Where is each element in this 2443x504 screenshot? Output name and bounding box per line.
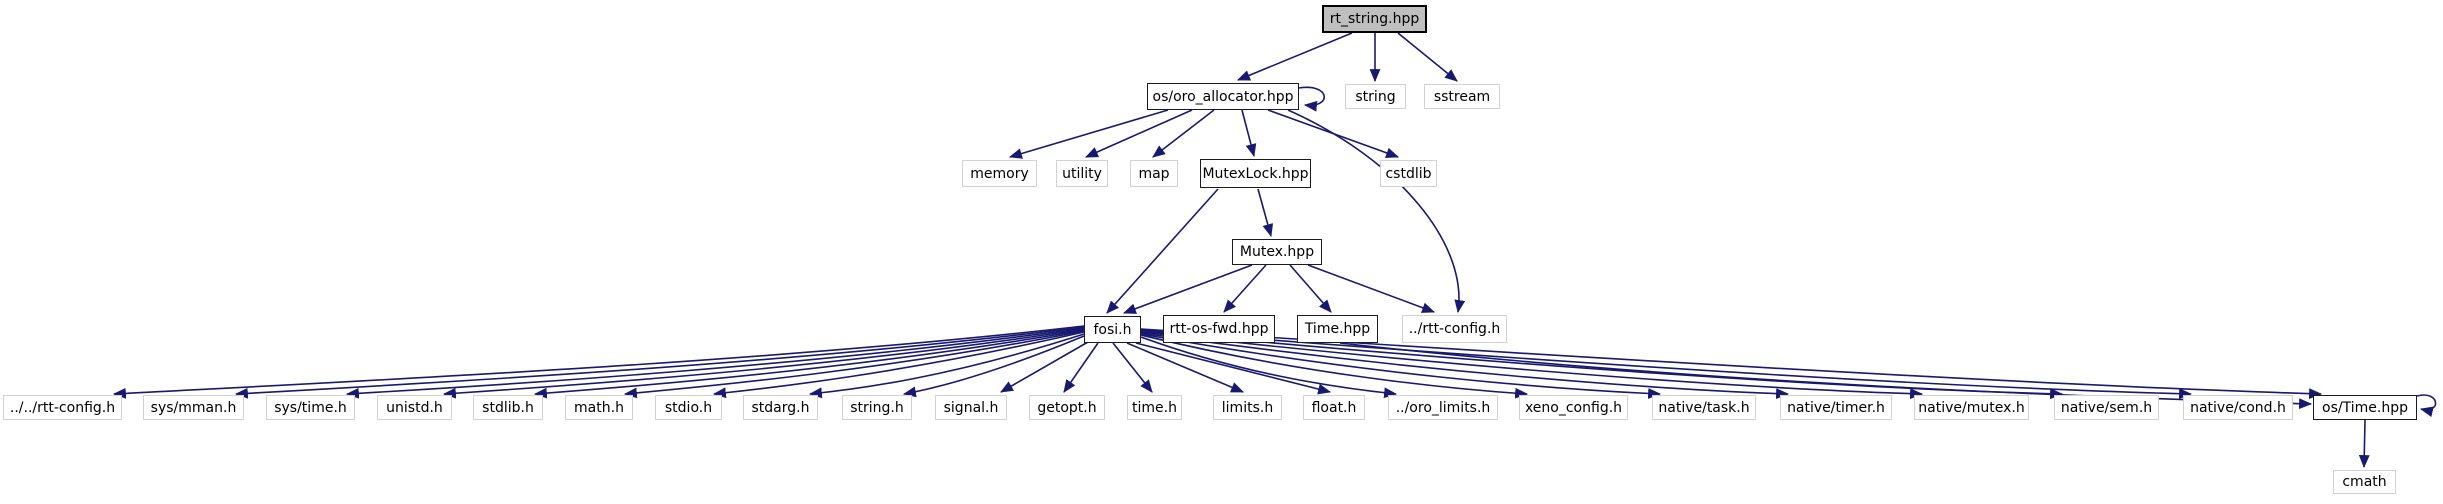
edge-fosi-to-stdarg [808, 333, 1085, 399]
edge-fosi-to-rtt_config2 [112, 325, 1085, 399]
graph-node-sys_mman: sys/mman.h [143, 395, 244, 420]
graph-node-time_h: time.h [1127, 395, 1182, 420]
graph-node-native_timer: native/timer.h [1780, 395, 1892, 420]
edge-fosi-to-native_timer [1140, 332, 1790, 399]
graph-node-rt_string_hpp[interactable]: rt_string.hpp [1322, 5, 1427, 33]
edge-fosi-to-os_time [1140, 328, 2323, 400]
edge-oro_allocator-to-utility [1085, 109, 1193, 158]
edge-oro_allocator-to-map [1152, 109, 1215, 158]
edge-oro_allocator-self-loop [1298, 86, 1325, 112]
edge-fosi-to-time_h [1112, 342, 1153, 393]
graph-node-signal: signal.h [935, 395, 1007, 420]
graph-node-native_mutex: native/mutex.h [1914, 395, 2029, 420]
graph-node-mutex[interactable]: Mutex.hpp [1232, 239, 1322, 265]
graph-node-os_time[interactable]: os/Time.hpp [2313, 395, 2417, 420]
graph-node-xeno_config: xeno_config.h [1519, 395, 1628, 420]
graph-node-time_hpp[interactable]: Time.hpp [1297, 315, 1378, 343]
graph-node-sstream: sstream [1424, 84, 1500, 109]
edge-fosi-to-getopt [1063, 342, 1099, 393]
graph-node-float: float.h [1303, 395, 1365, 420]
graph-node-utility: utility [1056, 160, 1108, 187]
edge-fosi-to-unistd [442, 328, 1085, 399]
edge-mutex-to-rtt_os_fwd [1223, 264, 1267, 313]
graph-node-mutexlock[interactable]: MutexLock.hpp [1200, 159, 1311, 188]
edge-mutexlock-to-fosi [1106, 188, 1219, 314]
graph-node-oro_allocator[interactable]: os/oro_allocator.hpp [1147, 83, 1299, 110]
graph-node-stdio: stdio.h [655, 395, 722, 420]
graph-node-math: math.h [565, 395, 633, 420]
edge-os_time-self-loop [2416, 394, 2437, 418]
edge-fosi-to-native_mutex [1140, 331, 1924, 400]
graph-node-unistd: unistd.h [377, 395, 452, 420]
edge-oro_allocator-to-memory [1008, 109, 1169, 159]
edge-fosi-to-stdlib [533, 329, 1085, 399]
edge-oro_allocator-to-mutexlock [1241, 109, 1257, 158]
graph-node-map: map [1130, 160, 1178, 187]
graph-node-getopt: getopt.h [1029, 395, 1105, 420]
edge-fosi-to-sys_mman [234, 326, 1085, 399]
edge-fosi-to-stdio [712, 331, 1085, 399]
graph-node-native_task: native/task.h [1652, 395, 1756, 420]
graph-node-stdarg: stdarg.h [743, 395, 818, 420]
edge-fosi-to-string_h [902, 335, 1085, 398]
edge-fosi-to-native_sem [1140, 330, 2064, 400]
edge-fosi-to-float [1135, 342, 1332, 395]
graph-node-rtt_config2: ../../rtt-config.h [3, 395, 122, 420]
graph-node-limits: limits.h [1213, 395, 1282, 420]
graph-node-string: string [1345, 84, 1406, 109]
edge-mutex-to-rtt_config [1307, 264, 1436, 313]
graph-node-cmath: cmath [2333, 470, 2396, 494]
graph-node-cstdlib: cstdlib [1380, 160, 1437, 187]
edge-mutex-to-time_hpp [1289, 264, 1332, 313]
graph-node-rtt_config: ../rtt-config.h [1402, 315, 1507, 343]
graph-node-string_h: string.h [842, 395, 912, 420]
edge-fosi-to-math [623, 330, 1085, 399]
include-edges [112, 32, 2437, 469]
graph-node-memory: memory [962, 160, 1037, 187]
edge-rt_string_hpp-to-sstream [1397, 32, 1458, 82]
graph-node-native_cond: native/cond.h [2183, 395, 2293, 420]
graph-node-rtt_os_fwd[interactable]: rtt-os-fwd.hpp [1163, 315, 1275, 343]
edge-fosi-to-native_cond [1140, 329, 2193, 400]
graph-node-oro_limits: ../oro_limits.h [1388, 395, 1498, 420]
edge-fosi-to-native_task [1140, 333, 1662, 399]
graph-node-sys_time: sys/time.h [266, 395, 355, 420]
edge-os_time-to-cmath [2358, 419, 2370, 469]
edge-fosi-to-oro_limits [1140, 336, 1398, 399]
edge-fosi-to-xeno_config [1140, 334, 1529, 399]
edge-oro_allocator-to-rtt_config [1287, 109, 1466, 314]
edge-mutex-to-fosi [1122, 264, 1253, 314]
graph-node-native_sem: native/sem.h [2054, 395, 2159, 420]
edge-fosi-to-sys_time [345, 327, 1085, 399]
edge-rt_string_hpp-to-oro_allocator [1236, 32, 1353, 81]
graph-node-fosi[interactable]: fosi.h [1084, 316, 1141, 343]
edge-mutexlock-to-mutex [1257, 188, 1274, 238]
edge-fosi-to-limits [1126, 342, 1244, 393]
edge-fosi-to-signal [1000, 341, 1089, 393]
graph-node-stdlib: stdlib.h [473, 395, 543, 420]
